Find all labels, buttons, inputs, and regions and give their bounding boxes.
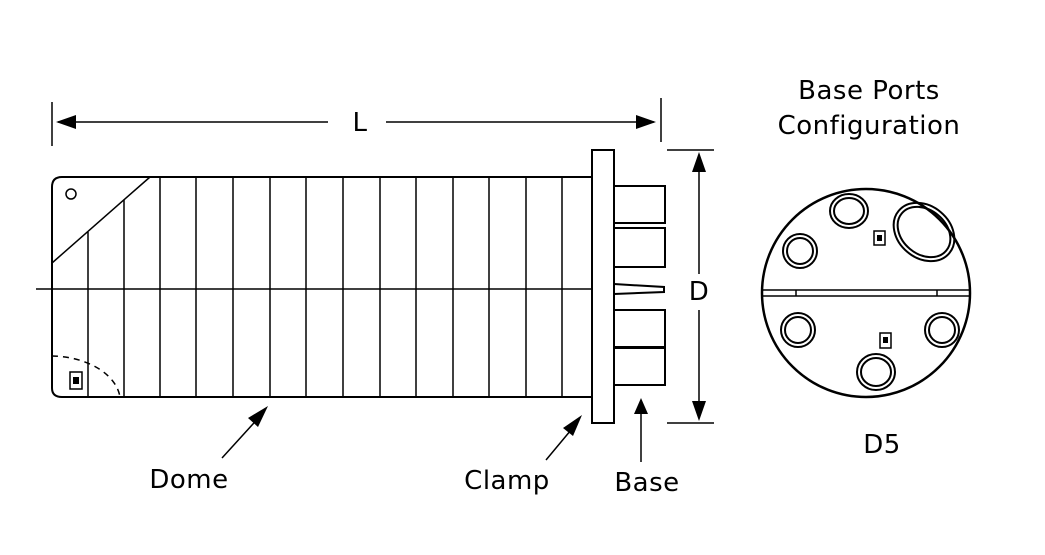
- arrowhead-left-icon: [56, 115, 76, 129]
- port-tag-icon: [873, 230, 886, 246]
- dome: [36, 176, 592, 398]
- arrowhead-up-icon: [692, 152, 706, 172]
- clamp-label: Clamp: [464, 466, 550, 496]
- diameter-label: D: [688, 277, 710, 307]
- arrowhead-down-icon: [692, 401, 706, 421]
- base-end-view: [760, 187, 972, 399]
- pointer-arrows: [221, 398, 648, 462]
- arrowhead-right-icon: [636, 115, 656, 129]
- base-pointer-icon: [634, 398, 648, 414]
- clamp: [591, 149, 615, 424]
- model-label: D5: [863, 430, 901, 460]
- dome-tag-icon: [69, 371, 83, 390]
- ports-title-line2: Configuration: [777, 111, 961, 141]
- length-label: L: [352, 108, 368, 138]
- clamp-pointer-icon: [563, 415, 582, 436]
- diameter-dimension: [667, 149, 714, 424]
- ports-title-line1: Base Ports: [798, 76, 940, 106]
- port-tag-icon: [879, 332, 892, 349]
- length-dimension: [51, 98, 662, 146]
- dome-label: Dome: [149, 465, 229, 495]
- dome-pointer-icon: [248, 406, 268, 427]
- base-side-view: [613, 185, 666, 386]
- base-label: Base: [614, 468, 680, 498]
- port-holes: [780, 193, 960, 391]
